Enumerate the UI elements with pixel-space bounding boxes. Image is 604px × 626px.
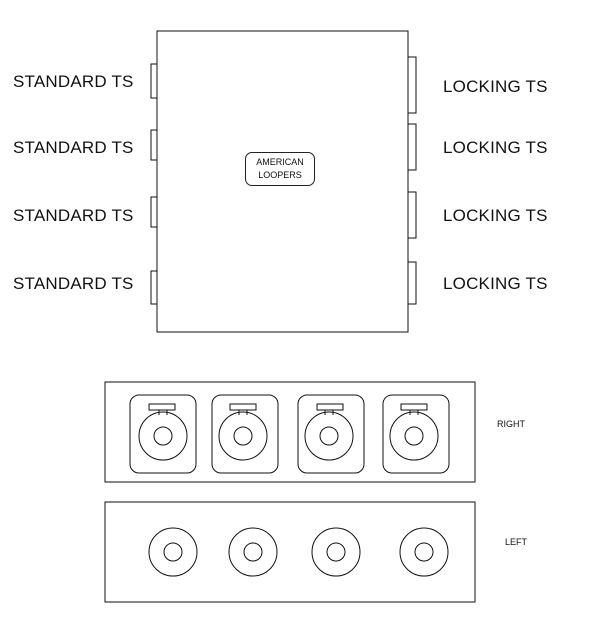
locking-ts-label-4: LOCKING TS [443, 274, 548, 293]
left-panel [104, 501, 476, 603]
left-panel-label: LEFT [505, 537, 528, 547]
locking-ts-jack-4 [407, 261, 417, 305]
standard-ts-label-2: STANDARD TS [13, 138, 134, 157]
standard-ts-label-4: STANDARD TS [13, 274, 134, 293]
locking-ts-jack-1 [407, 56, 417, 114]
locking-ts-jack-3 [407, 191, 417, 239]
standard-ts-jack-3 [150, 196, 158, 228]
brand-line-2: LOOPERS [258, 170, 302, 180]
brand-line-1: AMERICAN [256, 157, 304, 167]
standard-jack-left-2 [228, 527, 278, 577]
brand-badge: AMERICAN LOOPERS [245, 152, 315, 186]
locking-ts-label-1: LOCKING TS [443, 77, 548, 96]
locking-ts-label-3: LOCKING TS [443, 206, 548, 225]
standard-jack-left-1 [148, 527, 198, 577]
standard-ts-jack-2 [150, 129, 158, 161]
locking-jack-right-3 [297, 394, 365, 474]
locking-jack-right-2 [211, 394, 279, 474]
standard-ts-jack-4 [150, 270, 158, 305]
standard-ts-label-3: STANDARD TS [13, 206, 134, 225]
locking-jack-right-4 [382, 394, 450, 474]
looper-enclosure [156, 30, 409, 333]
standard-ts-label-1: STANDARD TS [13, 72, 134, 91]
locking-ts-label-2: LOCKING TS [443, 138, 548, 157]
locking-ts-jack-2 [407, 123, 417, 171]
locking-jack-right-1 [129, 394, 197, 474]
right-panel [104, 381, 476, 483]
standard-jack-left-3 [311, 527, 361, 577]
standard-ts-jack-1 [150, 63, 158, 99]
standard-jack-left-4 [399, 527, 449, 577]
right-panel-label: RIGHT [497, 419, 525, 429]
